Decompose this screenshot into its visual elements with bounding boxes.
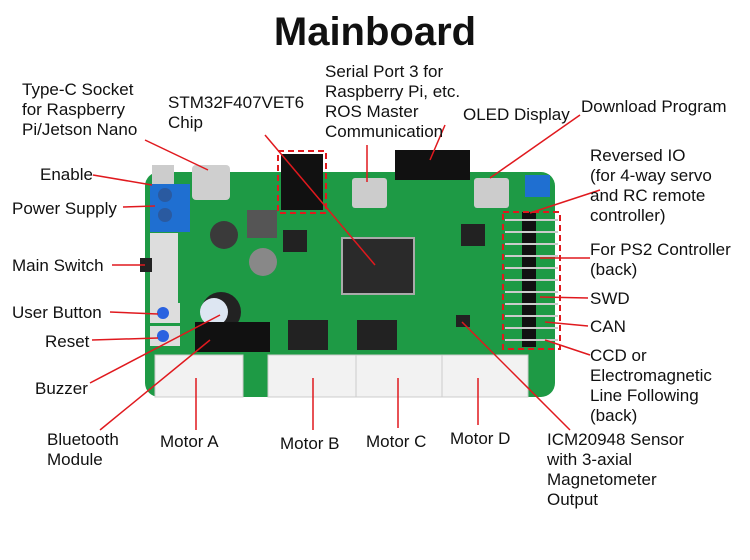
motor-c-connector — [355, 354, 443, 398]
label-main-switch: Main Switch — [12, 256, 104, 275]
label-typec-socket: Type-C Socket for Raspberry Pi/Jetson Na… — [22, 80, 138, 139]
label-power-supply: Power Supply — [12, 199, 117, 218]
bluetooth-header — [195, 322, 270, 352]
label-motor-c: Motor C — [366, 432, 427, 451]
leader-lines — [89, 114, 601, 431]
label-reset: Reset — [45, 332, 90, 351]
label-stm32-chip: STM32F407VET6 Chip — [168, 93, 305, 132]
page-title: Mainboard — [273, 10, 477, 54]
label-serial-port: Serial Port 3 for Raspberry Pi, etc. ROS… — [325, 62, 461, 141]
download-port — [474, 178, 509, 208]
label-ps2-controller: For PS2 Controller (back) — [590, 240, 731, 279]
servo-pot — [525, 175, 550, 197]
label-motor-b: Motor B — [280, 434, 340, 453]
icm20948-chip — [456, 315, 470, 327]
label-can: CAN — [590, 317, 626, 336]
main-switch — [150, 233, 178, 303]
label-enable: Enable — [40, 165, 93, 184]
label-oled-display: OLED Display — [463, 105, 570, 124]
label-reversed-io: Reversed IO (for 4-way servo and RC remo… — [590, 146, 712, 225]
label-bluetooth-module: Bluetooth Module — [47, 430, 119, 469]
label-user-button: User Button — [12, 303, 102, 322]
label-buzzer: Buzzer — [35, 379, 88, 398]
label-swd: SWD — [590, 289, 630, 308]
label-motor-a: Motor A — [160, 432, 219, 451]
label-motor-d: Motor D — [450, 429, 511, 448]
motor-b-connector — [267, 354, 357, 398]
motor-d-connector — [441, 354, 529, 398]
capacitor — [210, 221, 238, 249]
serial-port — [352, 178, 387, 208]
stm32-chip — [341, 237, 415, 295]
label-ccd: CCD or Electromagnetic Line Following (b… — [590, 346, 712, 425]
motor-a-connector — [154, 354, 244, 398]
label-download-program: Download Program — [581, 97, 727, 116]
typec-socket — [192, 165, 230, 200]
label-icm20948: ICM20948 Sensor with 3-axial Magnetomete… — [547, 430, 685, 509]
